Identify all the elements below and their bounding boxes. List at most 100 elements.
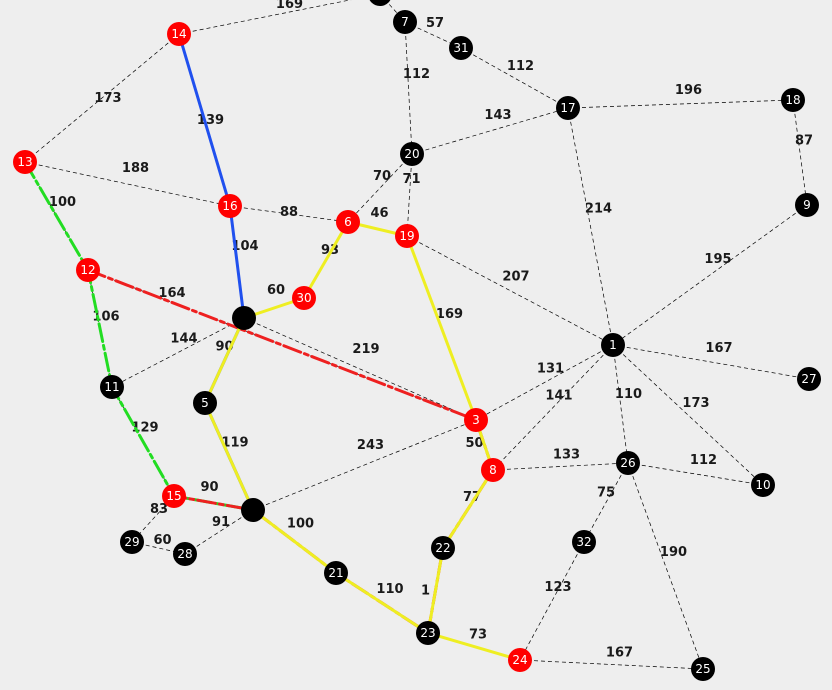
- node-label: 32: [576, 535, 591, 549]
- graph-node-26[interactable]: 26: [616, 451, 640, 475]
- graph-node-28[interactable]: 28: [173, 542, 197, 566]
- node-label: 18: [785, 93, 800, 107]
- node-label: 29: [124, 535, 139, 549]
- graph-node-25[interactable]: 25: [691, 657, 715, 681]
- edge-weight: 173: [682, 396, 709, 411]
- edge-weight: 144: [170, 332, 197, 347]
- node-label: 22: [435, 541, 450, 555]
- graph-node-20[interactable]: 20: [400, 142, 424, 166]
- graph-node-23[interactable]: 23: [416, 621, 440, 645]
- edge-weight: 207: [502, 270, 529, 285]
- edge-weight: 164: [158, 286, 185, 301]
- edge-weight: 112: [507, 59, 534, 74]
- node-label: 27: [801, 372, 816, 386]
- graph-node-6[interactable]: 6: [336, 210, 360, 234]
- graph-node-29[interactable]: 29: [120, 530, 144, 554]
- graph-node-31[interactable]: 31: [449, 36, 473, 60]
- edge-weight: 139: [197, 113, 224, 128]
- graph-node-12[interactable]: 12: [76, 258, 100, 282]
- node-label: 26: [620, 456, 635, 470]
- node-label: 30: [296, 291, 311, 305]
- graph-node-unlabeled[interactable]: [232, 306, 256, 330]
- graph-node-14[interactable]: 14: [167, 22, 191, 46]
- edge-weight: 46: [370, 206, 388, 221]
- edge-weight: 141: [545, 389, 572, 404]
- edge-weight: 190: [660, 545, 687, 560]
- graph-node-17[interactable]: 17: [556, 96, 580, 120]
- edge-weight: 73: [469, 628, 487, 643]
- edge-weight: 123: [544, 580, 571, 595]
- edge-weight: 57: [426, 16, 444, 31]
- edge-weight: 91: [212, 515, 230, 530]
- edge-weight: 110: [615, 387, 642, 402]
- edge-weight: 143: [484, 108, 511, 123]
- edge-weight: 70: [373, 169, 391, 184]
- graph-node-5[interactable]: 5: [193, 391, 217, 415]
- graph-node-unlabeled[interactable]: [241, 498, 265, 522]
- node-label: 31: [453, 41, 468, 55]
- graph-node-21[interactable]: 21: [324, 561, 348, 585]
- edge-weight: 75: [597, 486, 615, 501]
- graph-node-1[interactable]: 1: [601, 333, 625, 357]
- node-label: 25: [695, 662, 710, 676]
- node-label: 14: [171, 27, 186, 41]
- edge-weight: 188: [122, 161, 149, 176]
- edge-weight: 167: [705, 341, 732, 356]
- edge-weight: 195: [704, 252, 731, 267]
- edge-weight: 133: [553, 448, 580, 463]
- graph-node-27[interactable]: 27: [797, 367, 821, 391]
- graph-node-16[interactable]: 16: [218, 194, 242, 218]
- edge-weight: 87: [795, 134, 813, 149]
- edge-weight: 169: [276, 0, 303, 12]
- edge-weight: 71: [402, 172, 420, 187]
- node-label: 7: [401, 15, 409, 29]
- graph-node-24[interactable]: 24: [508, 648, 532, 672]
- node-label: 20: [404, 147, 419, 161]
- edge-weight: 60: [267, 283, 285, 298]
- node-label: 15: [166, 489, 181, 503]
- graph-node-7[interactable]: 7: [393, 10, 417, 34]
- edge-weight: 131: [537, 362, 564, 377]
- graph-node-18[interactable]: 18: [781, 88, 805, 112]
- edge-weight: 243: [357, 438, 384, 453]
- edge-weight: 214: [585, 202, 612, 217]
- graph-node-8[interactable]: 8: [481, 458, 505, 482]
- node-label: 11: [104, 380, 119, 394]
- edge-weight: 112: [403, 67, 430, 82]
- node-label: 21: [328, 566, 343, 580]
- node-label: 19: [399, 229, 414, 243]
- graph-node-13[interactable]: 13: [13, 150, 37, 174]
- edge-weight: 167: [606, 646, 633, 661]
- node-label: 9: [803, 198, 811, 212]
- graph-node-15[interactable]: 15: [162, 484, 186, 508]
- edge-weight: 219: [352, 342, 379, 357]
- node-label: 5: [201, 396, 209, 410]
- node-label: 24: [512, 653, 527, 667]
- graph-node-10[interactable]: 10: [751, 473, 775, 497]
- graph-node-32[interactable]: 32: [572, 530, 596, 554]
- graph-node-9[interactable]: 9: [795, 193, 819, 217]
- node-label: 17: [560, 101, 575, 115]
- node-label: 16: [222, 199, 237, 213]
- edge-weight: 1: [421, 584, 430, 599]
- node-circle: [232, 306, 256, 330]
- graph-node-30[interactable]: 30: [292, 286, 316, 310]
- node-label: 10: [755, 478, 770, 492]
- edge-weight: 100: [287, 517, 314, 532]
- node-label: 23: [420, 626, 435, 640]
- graph-node-22[interactable]: 22: [431, 536, 455, 560]
- node-label: 8: [489, 463, 497, 477]
- node-label: 3: [472, 413, 480, 427]
- edge-weight: 88: [280, 205, 298, 220]
- graph-node-19[interactable]: 19: [395, 224, 419, 248]
- edge-weight: 196: [675, 83, 702, 98]
- node-label: 28: [177, 547, 192, 561]
- graph-node-11[interactable]: 11: [100, 375, 124, 399]
- node-label: 6: [344, 215, 352, 229]
- edge-weight: 173: [94, 91, 121, 106]
- edge-weight: 60: [153, 533, 171, 548]
- node-label: 12: [80, 263, 95, 277]
- graph-node-3[interactable]: 3: [464, 408, 488, 432]
- node-label: 1: [609, 338, 617, 352]
